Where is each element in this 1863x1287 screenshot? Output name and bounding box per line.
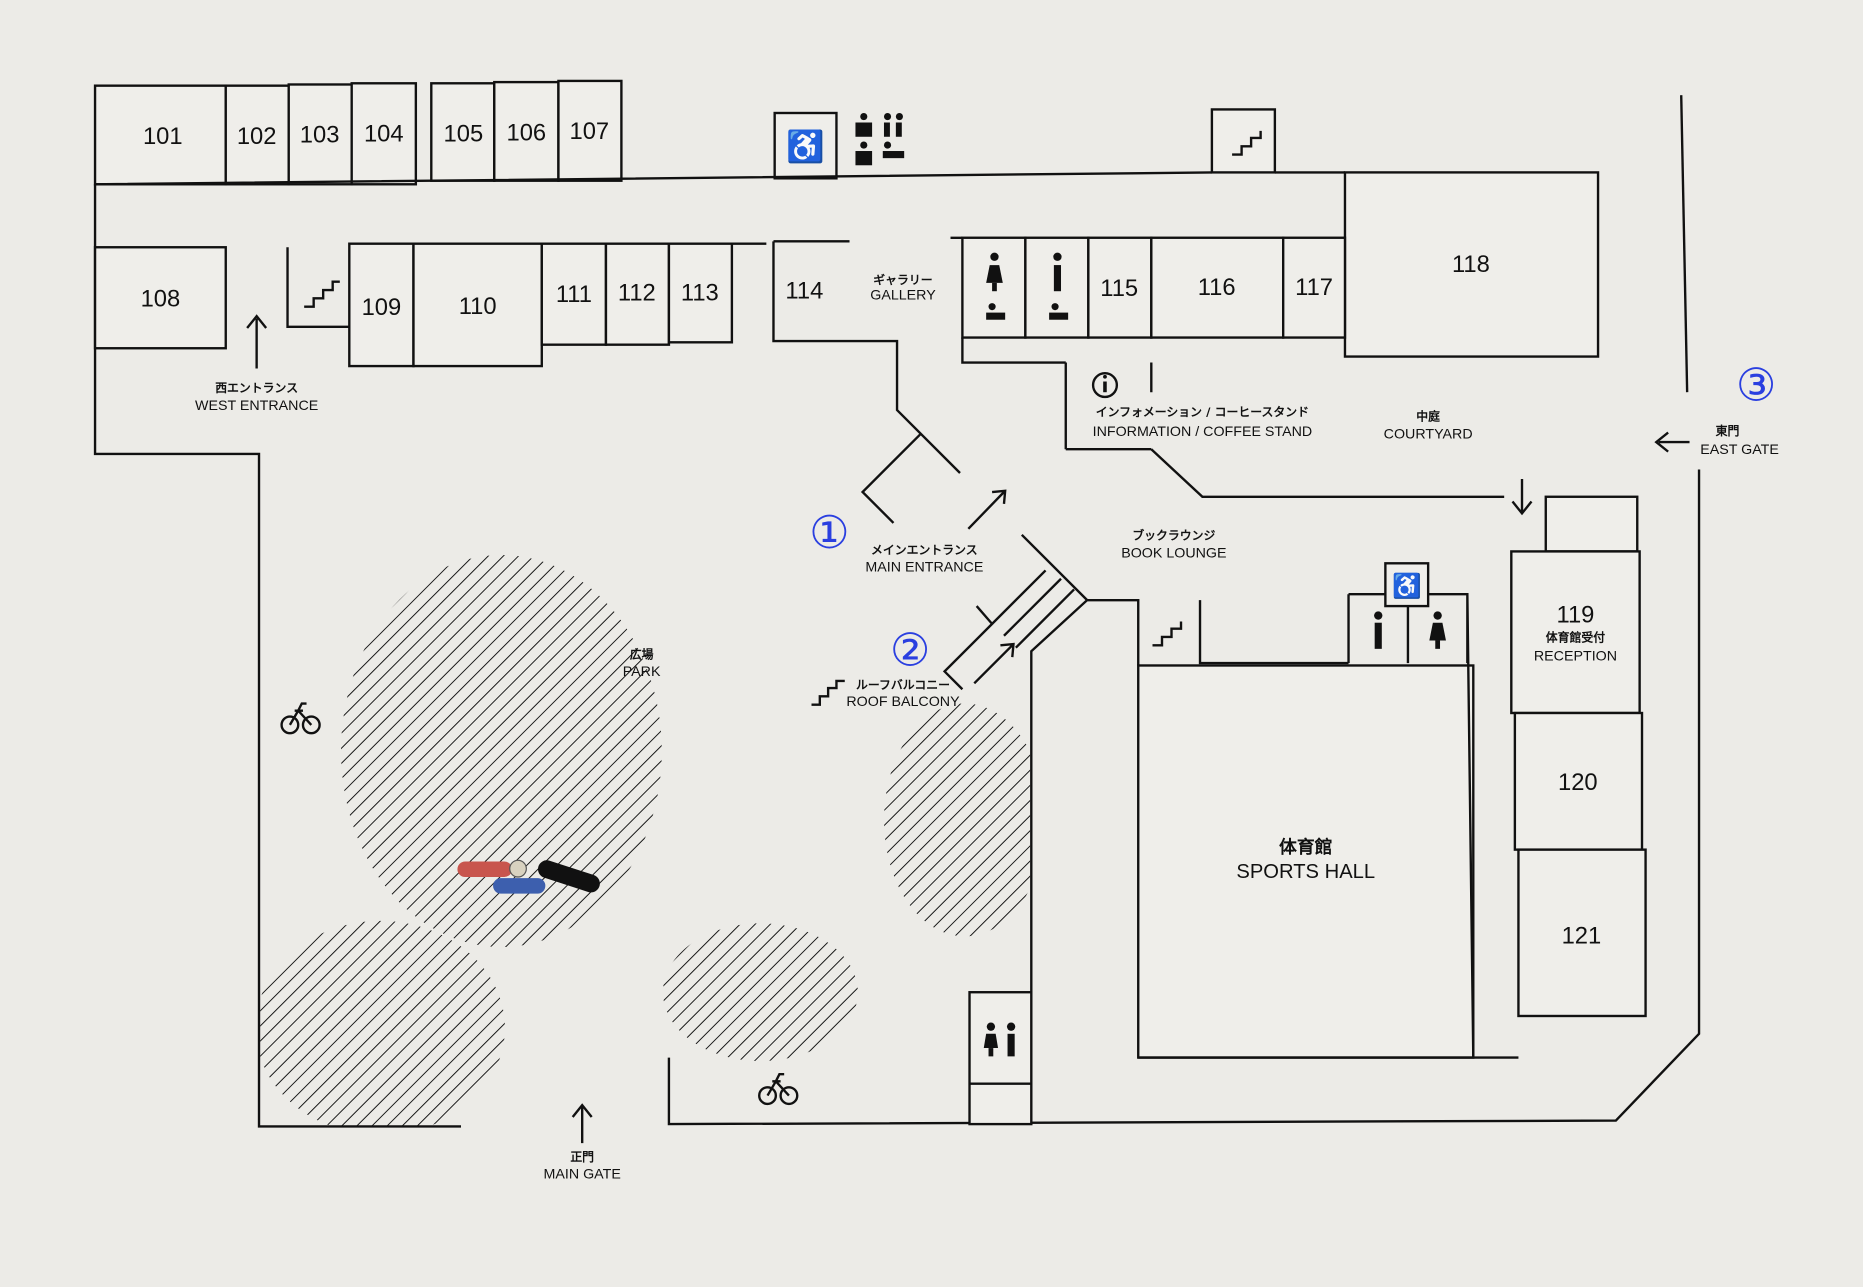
room-109: 109 [362,294,402,321]
reception-label-jp: 体育館受付 [1546,631,1605,645]
marker-1: ① [809,506,849,559]
courtyard-label: COURTYARD [1384,427,1473,443]
east-gate-label-jp: 東門 [1715,424,1740,438]
room-105: 105 [444,121,484,148]
park-label: PARK [623,664,661,680]
gallery-label-jp: ギャラリー [873,273,932,287]
arrows [246,314,1690,1144]
main-entrance-label: MAIN ENTRANCE [865,560,983,576]
sports-hall-label: SPORTS HALL [1236,861,1375,883]
reception-label: RECEPTION [1534,649,1617,665]
area-labels: ギャラリー GALLERY インフォメーション / コーヒースタンド INFOR… [195,273,1779,1183]
park-label-jp: 広場 [630,647,654,661]
room-117: 117 [1295,274,1333,301]
room-113: 113 [681,280,719,307]
room-112: 112 [618,280,656,307]
info-label-jp: インフォメーション / コーヒースタンド [1096,405,1309,419]
sports-hall [1137,664,1475,1059]
room-115: 115 [1100,275,1138,302]
room-121: 121 [1562,923,1602,950]
book-lounge-label-jp: ブックラウンジ [1132,529,1215,543]
bicycle-icon [280,702,321,735]
room-108: 108 [141,286,181,313]
west-entrance-label-jp: 西エントランス [215,381,298,395]
room-103: 103 [300,122,340,149]
room-111: 111 [556,281,592,308]
wheelchair-icon: ♿ ♿ [786,129,1421,600]
room-107: 107 [569,118,609,145]
main-entrance-label-jp: メインエントランス [871,543,978,557]
main-gate-label: MAIN GATE [544,1167,621,1183]
bicycle-icon [758,1073,799,1106]
room-104: 104 [364,121,404,148]
marker-2: ② [890,623,930,676]
info-label: INFORMATION / COFFEE STAND [1093,424,1313,440]
benches [457,859,600,894]
sports-hall-label-jp: 体育館 [1279,836,1332,857]
svg-text:♿: ♿ [1392,572,1422,600]
room-101: 101 [143,123,183,150]
location-markers: ① ② ③ [809,359,1776,677]
gallery-label: GALLERY [870,288,936,304]
room-114: 114 [785,277,823,304]
room-120: 120 [1558,769,1598,796]
room-110: 110 [459,293,497,320]
west-entrance-label: WEST ENTRANCE [195,398,318,414]
svg-text:♿: ♿ [786,129,824,164]
room-106: 106 [507,119,547,146]
room-102: 102 [237,123,277,150]
east-gate-label: EAST GATE [1700,442,1779,458]
marker-3: ③ [1736,359,1776,412]
toilet-icons [855,112,1446,1057]
room-119: 119 [1557,602,1595,629]
roof-balcony-label-jp: ルーフバルコニー [856,678,950,692]
room-116: 116 [1198,274,1236,301]
main-gate-label-jp: 正門 [570,1150,594,1164]
roof-balcony-label: ROOF BALCONY [846,694,960,710]
stairs-icon [304,130,1262,706]
room-118: 118 [1452,251,1490,278]
courtyard-label-jp: 中庭 [1416,410,1440,424]
book-lounge-label: BOOK LOUNGE [1121,545,1226,561]
park-hatch [260,554,1031,1127]
room-row-top [93,79,1600,358]
room-numbers: 101 102 103 104 105 106 107 108 109 110 … [141,118,1602,949]
info-icon [1091,372,1119,399]
room-row-second [93,236,1347,368]
